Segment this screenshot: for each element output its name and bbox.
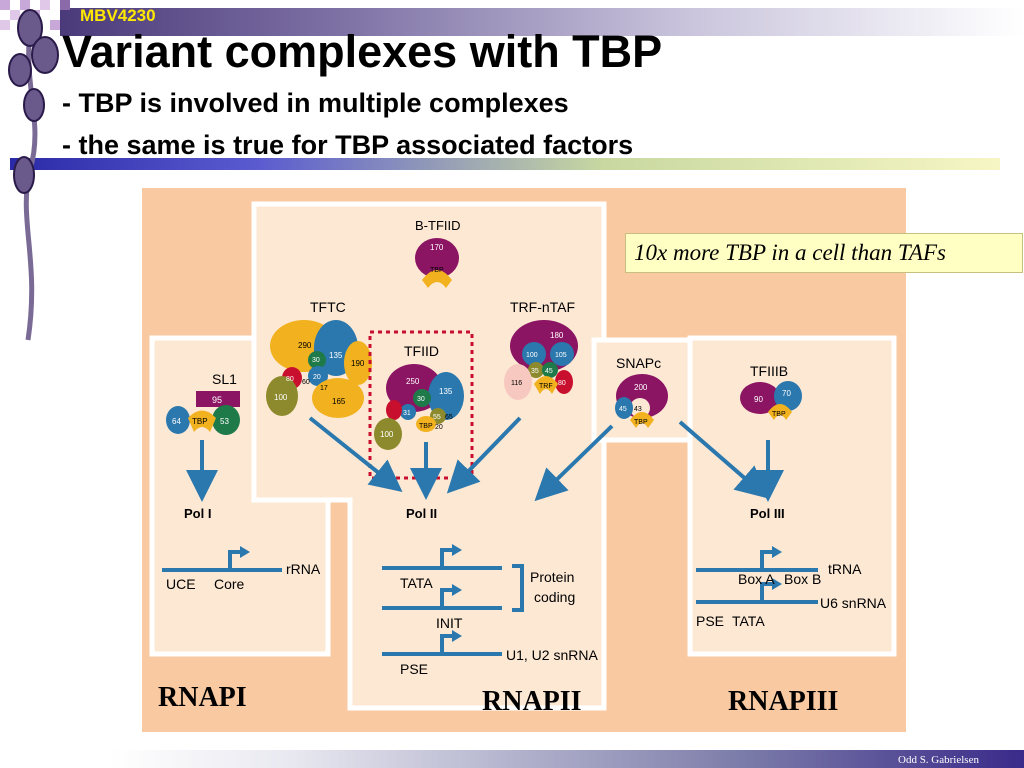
tftc-subunit-20: 20 [313,374,321,381]
btfiid-subunit-tbp: TBP [430,267,444,274]
sl1-subunit-tbp: TBP [192,417,208,426]
pol-ii-label: Pol II [406,506,437,521]
tftc-subunit-30: 30 [312,357,320,364]
rnapii-element-pse: PSE [400,661,428,677]
tftc-subunit-290: 290 [298,341,312,350]
rnapi-element-uce: UCE [166,576,196,592]
figure-diagram: SL1 B-TFIID TFTC TFIID TRF-nTAF SNAPc TF… [149,201,897,711]
snapc-subunit-45: 45 [619,406,627,413]
rnapi-label: RNAPI [158,682,247,713]
complex-btfiid-label: B-TFIID [415,218,461,233]
tfiid-complex-icon: 250 135 30 31 55 65 TBP 20 100 [368,330,474,480]
callout-box: 10x more TBP in a cell than TAFs [625,233,1023,273]
sl1-subunit-53: 53 [220,417,229,426]
tfiiib-subunit-tbp: TBP [772,411,786,418]
sl1-complex-icon: 95 64 TBP 53 [166,391,240,435]
pathway-arrows [186,416,784,502]
tbp-complexes-figure: SL1 B-TFIID TFTC TFIID TRF-nTAF SNAPc TF… [142,188,906,732]
rnapii-element-init: INIT [436,615,463,631]
tftc-subunit-135: 135 [329,351,343,360]
rnapii-label: RNAPII [482,686,582,717]
complex-snapc-label: SNAPc [616,355,661,371]
trf-ntaf-complex-icon: 180 100 105 35 45 116 TRF 80 [504,320,578,400]
complex-sl1-label: SL1 [212,371,237,387]
tfiid-subunit-135: 135 [439,387,453,396]
footer-bar [110,750,1024,768]
snapc-complex-icon: 200 43 45 TBP [615,374,668,428]
tftc-subunit-17: 17 [320,385,328,392]
snapc-subunit-43: 43 [634,406,642,413]
tftc-complex-icon: 290 135 190 30 20 80 60 17 165 100 [266,320,372,418]
rnapii-product-snrna: U1, U2 snRNA [506,647,598,663]
trf-ntaf-subunit-45: 45 [545,368,553,375]
tftc-subunit-165: 165 [332,397,346,406]
author-credit: Odd S. Gabrielsen [898,754,979,766]
divider-bar [10,158,1000,170]
trf-ntaf-subunit-trf: TRF [539,383,553,390]
decorative-vine-icon [0,0,70,341]
trf-ntaf-subunit-105: 105 [555,352,567,359]
trf-ntaf-subunit-35: 35 [531,368,539,375]
rnapiii-genes [696,546,818,604]
tfiid-subunit-20: 20 [435,424,443,431]
rnapi-element-core: Core [214,576,245,592]
tfiiib-complex-icon: 90 70 TBP [740,381,802,420]
trf-ntaf-subunit-100: 100 [526,352,538,359]
tfiid-subunit-250: 250 [406,377,420,386]
trf-ntaf-subunit-116: 116 [511,380,522,387]
tftc-subunit-190: 190 [351,359,365,368]
complex-tfiiib-label: TFIIIB [750,363,788,379]
rnapiii-product-trna: tRNA [828,561,862,577]
callout-text: 10x more TBP in a cell than TAFs [634,240,946,265]
rnapii-genes [382,544,524,656]
rnapiii-element-box-b: Box B [784,571,821,587]
rnapiii-element-pse: PSE [696,613,724,629]
sl1-subunit-95: 95 [212,395,222,405]
course-code: MBV4230 [80,6,156,25]
snapc-subunit-200: 200 [634,383,648,392]
subtitle-line-2: - the same is true for TBP associated fa… [62,130,634,160]
subtitle-line-1: - TBP is involved in multiple complexes [62,88,569,118]
tfiiib-subunit-90: 90 [754,395,763,404]
tfiid-subunit-100: 100 [380,430,394,439]
tfiid-subunit-65: 65 [445,414,453,421]
complex-trf-ntaf-label: TRF-nTAF [510,299,575,315]
tfiiib-subunit-70: 70 [782,389,791,398]
title-bar [60,8,1024,36]
tftc-subunit-80: 80 [286,376,294,383]
rnapii-element-tata: TATA [400,575,433,591]
tfiid-subunit-31: 31 [403,410,411,417]
snapc-subunit-tbp: TBP [634,419,648,426]
trf-ntaf-subunit-180: 180 [550,331,564,340]
rnapiii-element-box-a: Box A [738,571,775,587]
tfiid-subunit-tbp: TBP [419,423,433,430]
complex-tftc-label: TFTC [310,299,346,315]
tfiid-subunit-55: 55 [433,414,441,421]
tftc-subunit-60: 60 [302,379,310,386]
rnapi-product-rrna: rRNA [286,561,321,577]
rnapiii-product-u6-snrna: U6 snRNA [820,595,887,611]
tftc-subunit-100: 100 [274,393,288,402]
complex-tfiid-label: TFIID [404,343,439,359]
pol-i-label: Pol I [184,506,211,521]
slide-title: Variant complexes with TBP [62,26,663,77]
tfiid-subunit-30: 30 [417,396,425,403]
btfiid-subunit-170: 170 [430,243,444,252]
btfiid-complex-icon: 170 TBP [415,238,459,288]
trf-ntaf-subunit-80: 80 [558,380,566,387]
pol-iii-label: Pol III [750,506,785,521]
rnapiii-label: RNAPIII [728,686,839,717]
rnapiii-element-tata: TATA [732,613,765,629]
rnapi-gene [162,546,282,572]
sl1-subunit-64: 64 [172,417,181,426]
